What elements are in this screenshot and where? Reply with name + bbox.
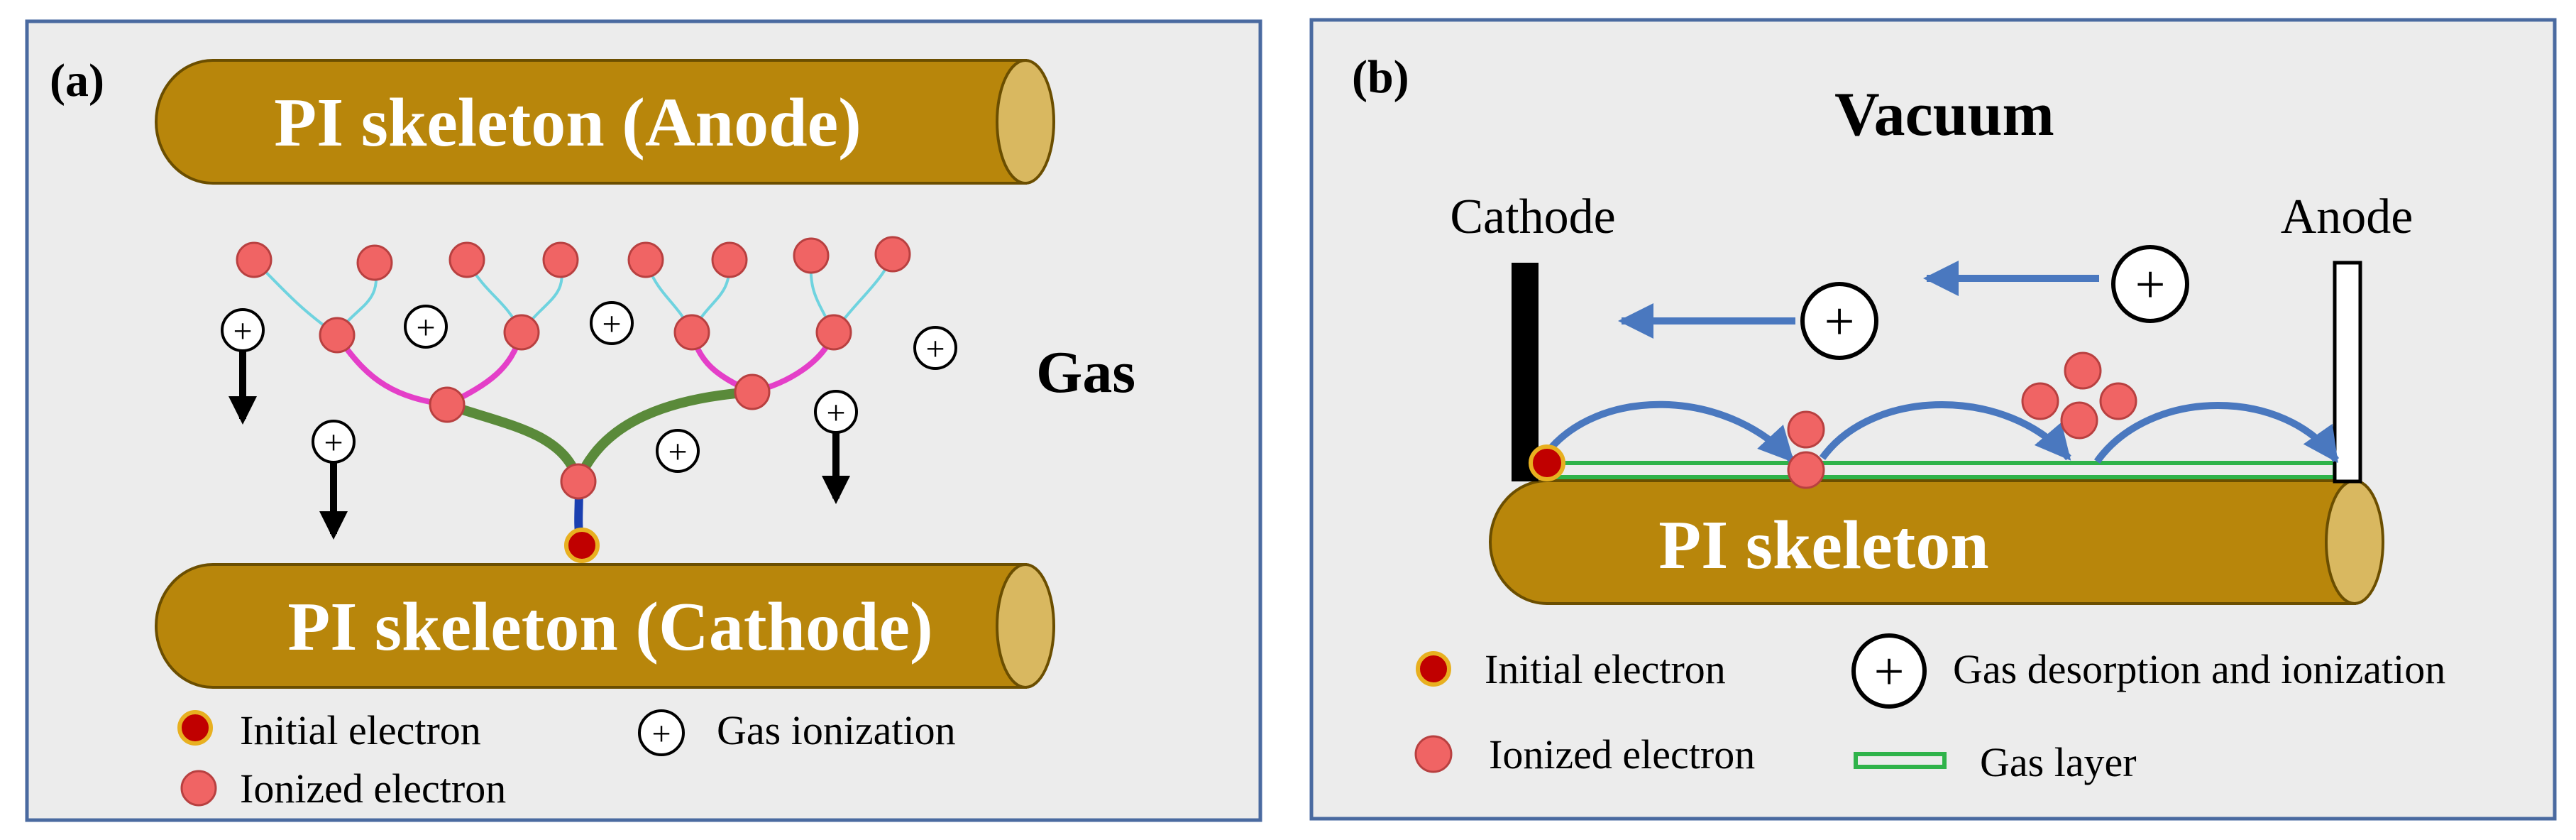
svg-text:+: + — [651, 715, 671, 753]
ionized-electron — [711, 241, 748, 278]
svg-text:+: + — [233, 312, 252, 350]
cathode-rod-label: PI skeleton (Cathode) — [287, 589, 932, 665]
hop-arc — [2093, 402, 2340, 464]
initial-electron-a — [564, 528, 600, 563]
ionized-electron — [560, 463, 597, 500]
ionized-electron — [2064, 351, 2102, 390]
skeleton-rod-label: PI skeleton — [1658, 507, 1989, 584]
panel-b-label: (b) — [1352, 51, 1409, 103]
ionized-electron — [2060, 401, 2098, 440]
svg-text:+: + — [668, 433, 687, 471]
legend-ionized-electron-marker — [180, 770, 217, 807]
gas-ion: + — [590, 301, 634, 345]
svg-text:+: + — [826, 394, 845, 432]
legend-ionized-electron-marker — [1414, 735, 1453, 773]
cathode-label: Cathode — [1450, 190, 1615, 244]
cathode-rod: PI skeleton (Cathode) — [155, 563, 1055, 689]
legend-initial-electron-marker — [177, 710, 213, 746]
skeleton-rod: PI skeleton — [1489, 479, 2384, 605]
gas-ion: + — [221, 308, 265, 425]
ionized-electron — [2099, 382, 2137, 420]
legend-gas-ionization-text: Gas ionization — [717, 707, 956, 753]
anode-electrode — [2333, 261, 2362, 484]
legend-initial-electron-text: Initial electron — [240, 707, 481, 753]
hopping-arcs — [1543, 400, 2340, 464]
ionized-electron — [1787, 410, 1825, 449]
ionized-electron — [429, 386, 466, 423]
ionized-electron — [319, 317, 356, 354]
svg-text:+: + — [2135, 255, 2166, 315]
legend-b: Initial electron Ionized electron + Gas … — [1414, 633, 2445, 785]
hop-arc — [1819, 401, 2071, 461]
panel-a: (a) PI skeleton (Anode) PI skeleton (Cat… — [25, 19, 1262, 822]
legend-gas-desorption-text: Gas desorption and ionization — [1953, 646, 2445, 692]
legend-gas-ionization-marker — [638, 709, 685, 756]
ionized-electron — [1787, 451, 1825, 489]
svg-text:+: + — [925, 330, 945, 368]
anode-label: Anode — [2281, 190, 2413, 244]
legend-gas-layer-marker — [1854, 752, 1947, 769]
anode-rod: PI skeleton (Anode) — [155, 59, 1055, 185]
legend-a: Initial electron Ionized electron + Gas … — [177, 707, 956, 812]
gas-ions-a: + + + + + + — [221, 301, 957, 540]
gas-ion: + — [814, 390, 858, 504]
initial-electron-b — [1529, 444, 1565, 481]
ionized-electron — [448, 241, 485, 278]
hop-arc — [1543, 400, 1795, 463]
gas-ion — [2111, 245, 2189, 323]
ionized-electron — [874, 236, 911, 273]
gas-ion: + — [656, 429, 700, 473]
ionized-electron — [503, 314, 540, 351]
ionized-electron — [815, 314, 852, 351]
panel-a-label: (a) — [50, 55, 104, 107]
ionized-electron — [2021, 382, 2059, 420]
gas-ion: + — [312, 420, 356, 540]
ionized-electrons-b — [1787, 351, 2137, 489]
ionized-electron — [542, 241, 579, 278]
gas-ion: + — [404, 305, 448, 349]
legend-gas-layer-text: Gas layer — [1980, 739, 2137, 785]
gas-ion: + — [913, 326, 957, 370]
gas-ion — [1800, 282, 1878, 360]
svg-text:+: + — [324, 424, 343, 462]
svg-text:+: + — [602, 305, 621, 343]
legend-ionized-electron-text: Ionized electron — [1489, 731, 1755, 778]
ionized-electron — [793, 237, 830, 274]
ionized-electron — [673, 314, 710, 351]
ionized-electron — [356, 244, 393, 281]
legend-gas-desorption-marker — [1851, 633, 1927, 709]
svg-text:+: + — [1824, 292, 1855, 351]
vacuum-label: Vacuum — [1834, 80, 2054, 149]
panel-b: (b) Vacuum Cathode Anode PI skeleton + — [1309, 18, 2557, 821]
legend-ionized-electron-text: Ionized electron — [240, 765, 506, 812]
anode-rod-label: PI skeleton (Anode) — [274, 84, 862, 161]
anode-rod-end — [996, 59, 1055, 185]
ionized-electron — [627, 241, 664, 278]
skeleton-rod-end — [2325, 479, 2384, 605]
cathode-electrode — [1512, 263, 1539, 481]
legend-initial-electron-text: Initial electron — [1485, 646, 1726, 692]
legend-initial-electron-marker — [1416, 651, 1451, 687]
branch-green-right — [573, 387, 757, 486]
svg-text:+: + — [1874, 642, 1905, 702]
gas-desorption-ions: + + — [1618, 245, 2189, 360]
gas-label: Gas — [1036, 339, 1135, 405]
ionized-electron — [236, 241, 273, 278]
ionized-electrons-a — [236, 236, 911, 500]
cathode-rod-end — [996, 563, 1055, 689]
svg-text:+: + — [416, 309, 435, 347]
ionized-electron — [734, 373, 771, 410]
